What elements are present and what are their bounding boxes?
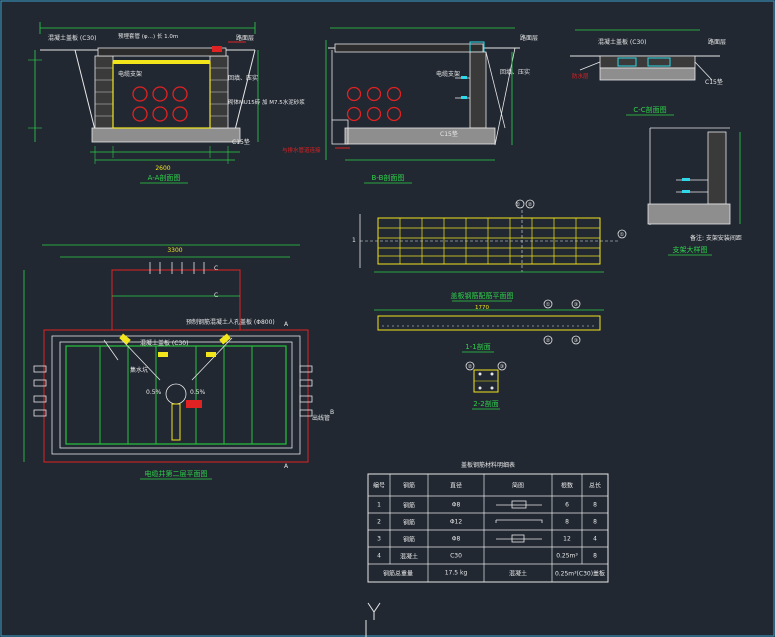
support-note: 备注: 支架安装间距	[690, 234, 742, 242]
plan-mark-a-top: A	[284, 321, 289, 328]
cc-label-c15: C15垫	[705, 78, 723, 86]
title-section-11: 1-1剖面	[465, 342, 490, 351]
title-section-22: 2-2剖面	[473, 399, 498, 408]
marker-1a: ①	[516, 202, 521, 208]
plan-slope-left: 0.5%	[146, 389, 162, 396]
plan-mark-b: B	[330, 409, 334, 416]
cc-red-note: 防水层	[572, 72, 589, 80]
marker-3a: ①	[620, 232, 625, 238]
section-bb: 与排水管道连接 电缆支架 回填、压实 路面层 C15垫 B-B剖面图	[282, 27, 538, 184]
bb-label-support: 电缆支架	[436, 70, 460, 78]
label-cover: 混凝土盖板 (C30)	[48, 34, 96, 42]
bb-label-road: 路面层	[520, 34, 538, 42]
cc-label-road: 路面层	[708, 38, 726, 46]
marker-2a: ②	[528, 202, 533, 208]
plan-total-dim: 3300	[167, 247, 182, 254]
marker-2b: ②	[546, 338, 551, 344]
support-detail: 备注: 支架安装间距 支架大样图	[647, 127, 742, 256]
table-title: 盖板钢筋材料明细表	[461, 461, 515, 469]
label-wall-note: 砌体MU15砖 加 M7.5水泥砂浆	[228, 98, 305, 106]
plate-length-dim: 1770	[475, 305, 489, 311]
title-support: 支架大样图	[673, 245, 708, 254]
title-bb: B-B剖面图	[372, 173, 405, 182]
plan-mark-c-bottom: C	[214, 292, 218, 299]
plan-label-pipe-out: 出线管	[312, 414, 330, 422]
aa-total-dim: 2600	[155, 165, 170, 172]
section-aa: 2600 混凝土盖板 (C30) 预埋套管 (φ…) 长 1.0m 路面层 电缆…	[28, 22, 305, 184]
label-backfill: 回填、压实	[228, 74, 258, 82]
marker-3b: ③	[574, 302, 578, 308]
plan-label-cover: 混凝土盖板 (C30)	[140, 339, 188, 347]
label-support: 电缆支架	[118, 70, 142, 78]
material-table: 盖板钢筋材料明细表	[367, 461, 609, 583]
label-drain-link: 与排水管道连接	[282, 146, 321, 154]
plate-mark-1: 1	[352, 237, 356, 244]
title-plate: 盖板钢筋配筋平面图	[451, 291, 514, 300]
plan-view: 3300	[23, 244, 334, 480]
marker-2c: ②	[468, 364, 473, 370]
plate-reinforcement: ① ② ① 1 盖板钢筋配筋平面图 1770 ① ③ ② ③ 1-1剖面 ② ③…	[352, 199, 627, 410]
marker-3c: ③	[574, 338, 578, 344]
ucs-icon	[365, 602, 381, 637]
label-pipe-note: 预埋套管 (φ…) 长 1.0m	[118, 32, 178, 40]
marker-3d: ③	[500, 364, 504, 370]
plan-mark-a-bottom: A	[284, 463, 289, 470]
title-aa: A-A剖面图	[148, 173, 181, 182]
bb-label-backfill: 回填、压实	[500, 68, 530, 76]
title-cc: C-C剖面图	[633, 105, 666, 114]
plan-slope-right: 0.5%	[190, 389, 206, 396]
title-plan: 电缆井第二层平面图	[145, 469, 208, 478]
bb-label-c15: C15垫	[440, 130, 458, 138]
cc-label-cover: 混凝土盖板 (C30)	[598, 38, 646, 46]
section-cc: 防水层 混凝土盖板 (C30) 路面层 C15垫 C-C剖面图	[570, 29, 726, 116]
marker-1b: ①	[546, 302, 551, 308]
plan-mark-c-top: C	[214, 265, 218, 272]
label-road: 路面层	[236, 34, 254, 42]
label-c15: C15垫	[232, 138, 250, 146]
plan-label-manhole: 预制钢筋混凝土人孔盖板 (Φ800)	[186, 318, 275, 326]
plan-label-sump: 集水坑	[130, 366, 148, 374]
